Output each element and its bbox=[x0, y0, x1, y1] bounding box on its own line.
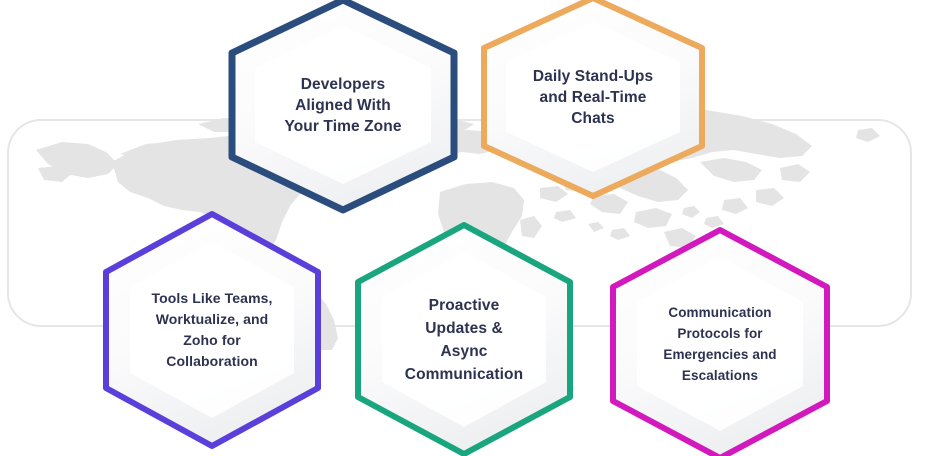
hexagon-communication-protocols[interactable]: Communication Protocols for Emergencies … bbox=[609, 226, 831, 456]
hexagon-shape bbox=[228, 0, 458, 214]
hexagon-shape bbox=[355, 222, 573, 456]
hexagon-developers-time-zone[interactable]: Developers Aligned With Your Time Zone bbox=[228, 0, 458, 214]
hexagon-collaboration-tools[interactable]: Tools Like Teams, Worktualize, and Zoho … bbox=[102, 210, 322, 450]
hexagon-shape bbox=[103, 211, 321, 449]
hexagon-proactive-updates[interactable]: Proactive Updates & Async Communication bbox=[354, 221, 574, 456]
hexagon-shape bbox=[610, 227, 830, 456]
hexagon-shape bbox=[481, 0, 705, 199]
hexagon-daily-standups[interactable]: Daily Stand-Ups and Real-Time Chats bbox=[480, 0, 706, 200]
